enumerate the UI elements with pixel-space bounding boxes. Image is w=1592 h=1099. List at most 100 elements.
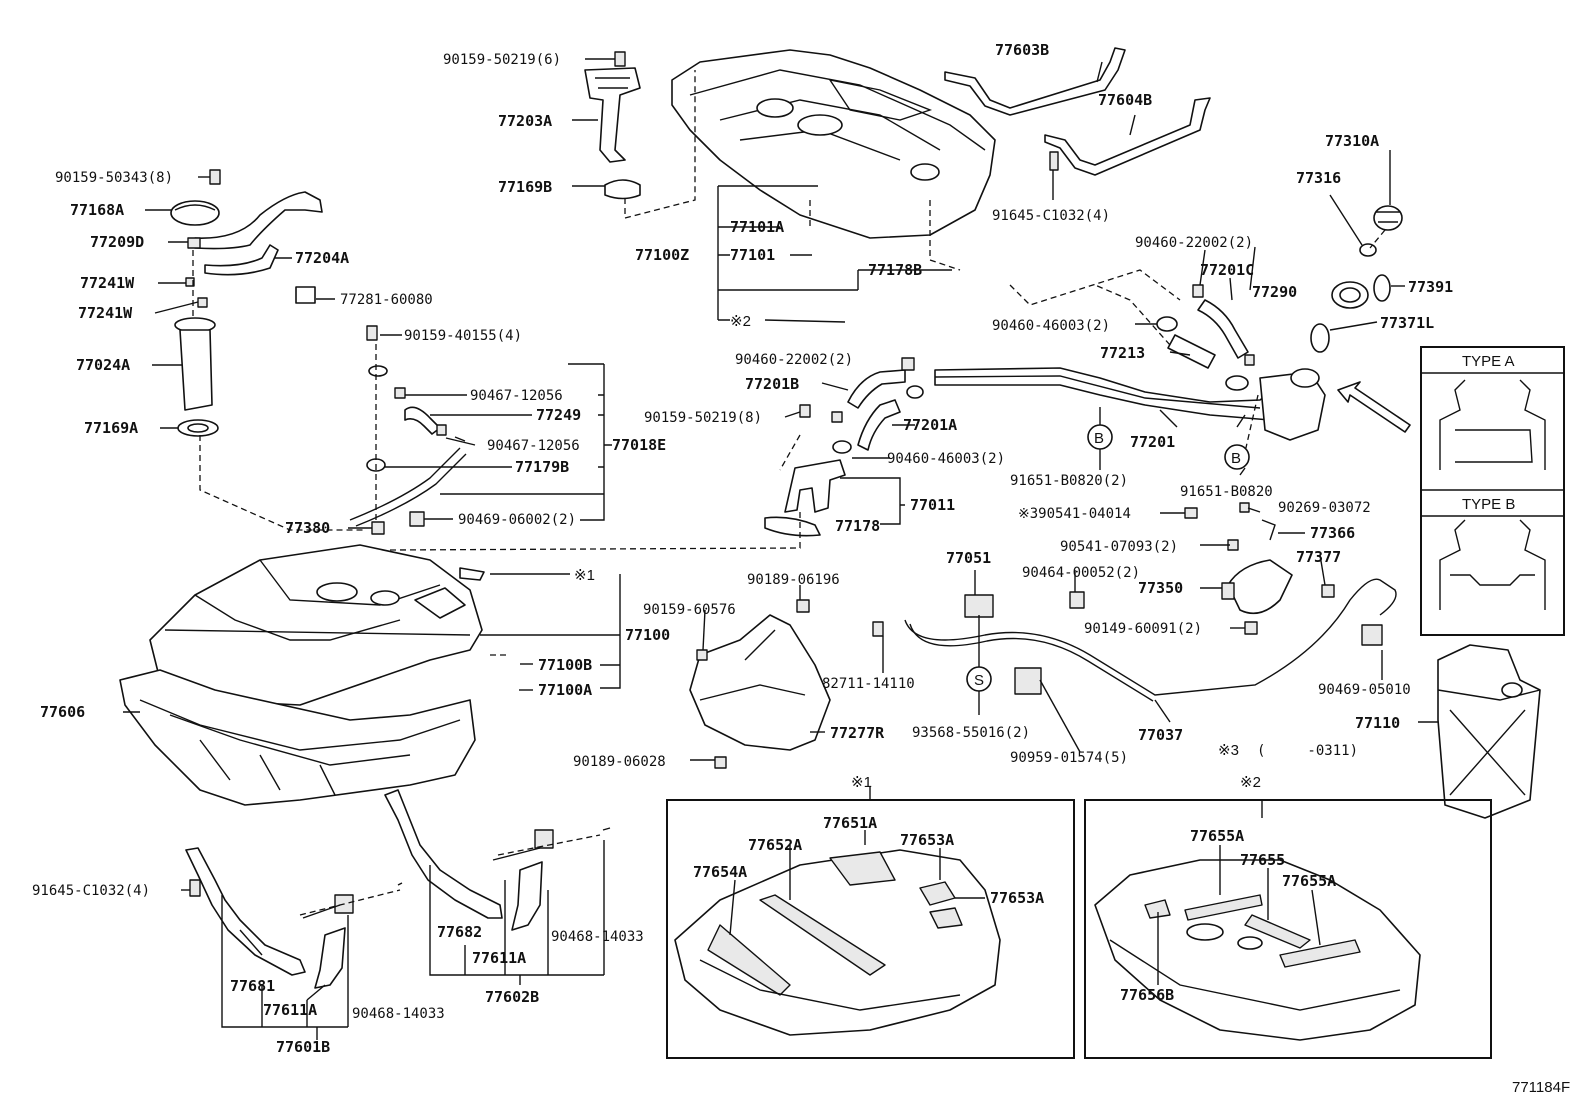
part-label-77168a: 77168A bbox=[70, 201, 124, 219]
note-1-label: ※1 bbox=[574, 567, 595, 584]
part-label-77011: 77011 bbox=[910, 496, 955, 514]
fuel-cap-assembly bbox=[1310, 205, 1403, 353]
part-label-77037: 77037 bbox=[1138, 726, 1183, 744]
part-label-77241w-a: 77241W bbox=[80, 274, 135, 292]
part-label-77178: 77178 bbox=[835, 517, 880, 535]
part-label-77377: 77377 bbox=[1296, 548, 1341, 566]
part-label-77316: 77316 bbox=[1296, 169, 1341, 187]
inset-box-note1 bbox=[666, 799, 1075, 1059]
hose-group-77018e bbox=[349, 325, 467, 535]
part-label-77101a: 77101A bbox=[730, 218, 784, 236]
part-label-90469-05010: 90469-05010 bbox=[1318, 682, 1411, 698]
filler-pipe-assembly bbox=[934, 284, 1326, 441]
part-label-77249: 77249 bbox=[536, 406, 581, 424]
part-label-77178b: 77178B bbox=[868, 261, 922, 279]
part-label-90541-07093-2: 90541-07093(2) bbox=[1060, 539, 1178, 555]
note-labels: ※1 ※2 ※3 ( -0311) ※1 ※2 bbox=[574, 313, 1358, 791]
part-label-77656b: 77656B bbox=[1120, 986, 1174, 1004]
part-label-90467-12056-b: 90467-12056 bbox=[487, 438, 580, 454]
vapor-hoses bbox=[799, 357, 924, 454]
part-label-77611a-a: 77611A bbox=[263, 1001, 317, 1019]
part-label-77281-60080: 77281-60080 bbox=[340, 292, 433, 308]
part-label-77606: 77606 bbox=[40, 703, 85, 721]
type-b-label: TYPE B bbox=[1462, 496, 1515, 513]
part-label-77203a: 77203A bbox=[498, 112, 552, 130]
part-label-90468-14033-b: 90468-14033 bbox=[551, 929, 644, 945]
fuel-line-and-pump bbox=[872, 502, 1397, 702]
part-label-90460-46003-2a: 90460-46003(2) bbox=[992, 318, 1110, 334]
type-arrow bbox=[1337, 381, 1411, 433]
part-label-77100: 77100 bbox=[625, 626, 670, 644]
lower-fuel-tank bbox=[119, 544, 485, 806]
part-label-77024a: 77024A bbox=[76, 356, 130, 374]
part-label-77204a: 77204A bbox=[295, 249, 349, 267]
callout-circles bbox=[966, 424, 1250, 692]
part-label-90468-14033-a: 90468-14033 bbox=[352, 1006, 445, 1022]
part-label-90159-60576: 90159-60576 bbox=[643, 602, 736, 618]
type-a-label: TYPE A bbox=[1462, 353, 1515, 370]
part-label-90159-50219-6: 90159-50219(6) bbox=[443, 52, 561, 68]
part-label-91651-b0820: 91651-B0820 bbox=[1180, 484, 1273, 500]
part-label-77201a: 77201A bbox=[903, 416, 957, 434]
part-labels: 90159-50219(6) 77203A 77169B 90159-50343… bbox=[32, 41, 1453, 1056]
diagram-code: 771184F bbox=[1512, 1079, 1570, 1096]
note-3-label: ※3 bbox=[1218, 742, 1239, 759]
inset-1-title: ※1 bbox=[851, 774, 872, 791]
part-label-77100z: 77100Z bbox=[635, 246, 689, 264]
part-label-90149-60091-2: 90149-60091(2) bbox=[1084, 621, 1202, 637]
part-label-90467-12056-a: 90467-12056 bbox=[470, 388, 563, 404]
part-label-77101: 77101 bbox=[730, 246, 775, 264]
part-label-77100b: 77100B bbox=[538, 656, 592, 674]
part-label-77391: 77391 bbox=[1408, 278, 1453, 296]
fuel-sender-assembly bbox=[584, 51, 641, 200]
callout-b-1: B bbox=[1094, 430, 1104, 447]
part-label-77277r: 77277R bbox=[830, 724, 885, 742]
part-label-77201c: 77201C bbox=[1200, 261, 1254, 279]
part-label-90159-40155-4: 90159-40155(4) bbox=[404, 328, 522, 344]
part-label-90959-01574-5: 90959-01574(5) bbox=[1010, 750, 1128, 766]
part-label-77380: 77380 bbox=[285, 519, 330, 537]
part-label-82711-14110: 82711-14110 bbox=[822, 676, 915, 692]
upper-fuel-tank bbox=[671, 49, 996, 239]
part-label-77201b: 77201B bbox=[745, 375, 799, 393]
type-panel-labels: TYPE A TYPE B bbox=[1462, 353, 1515, 513]
part-label-90460-22002-2a: 90460-22002(2) bbox=[1135, 235, 1253, 251]
part-label-77350: 77350 bbox=[1138, 579, 1183, 597]
part-label-77169a: 77169A bbox=[84, 419, 138, 437]
fuel-pump-assembly bbox=[170, 169, 323, 437]
part-label-90159-50219-8: 90159-50219(8) bbox=[644, 410, 762, 426]
part-label-77603b: 77603B bbox=[995, 41, 1049, 59]
part-label-77611a-b: 77611A bbox=[472, 949, 526, 967]
leader-lines bbox=[123, 58, 1438, 1040]
part-label-90460-22002-2b: 90460-22002(2) bbox=[735, 352, 853, 368]
part-label-90469-06002-2: 90469-06002(2) bbox=[458, 512, 576, 528]
inset-box-note2 bbox=[1084, 799, 1492, 1059]
part-label-77179b: 77179B bbox=[515, 458, 569, 476]
dashed-connections bbox=[192, 70, 1386, 916]
part-label-90269-03072: 90269-03072 bbox=[1278, 500, 1371, 516]
part-label-77241w-b: 77241W bbox=[78, 304, 133, 322]
part-label-77653a-a: 77653A bbox=[900, 831, 954, 849]
lower-straps bbox=[185, 789, 611, 989]
part-label-77652a: 77652A bbox=[748, 836, 802, 854]
inset-2-title: ※2 bbox=[1240, 774, 1261, 791]
part-label-77290: 77290 bbox=[1252, 283, 1297, 301]
part-label-77213: 77213 bbox=[1100, 344, 1145, 362]
part-label-77653a-b: 77653A bbox=[990, 889, 1044, 907]
part-label-77682: 77682 bbox=[437, 923, 482, 941]
part-label-90189-06028: 90189-06028 bbox=[573, 754, 666, 770]
part-label-77366: 77366 bbox=[1310, 524, 1355, 542]
canister-assembly bbox=[689, 459, 846, 769]
tank-straps-top bbox=[944, 47, 1211, 176]
part-label-90159-50343-8: 90159-50343(8) bbox=[55, 170, 173, 186]
part-label-390541-04014: ※390541-04014 bbox=[1018, 506, 1131, 522]
part-label-77051: 77051 bbox=[946, 549, 991, 567]
part-label-77681: 77681 bbox=[230, 977, 275, 995]
part-label-77655a-b: 77655A bbox=[1282, 872, 1336, 890]
part-label-77655a-a: 77655A bbox=[1190, 827, 1244, 845]
part-label-90464-00052-2: 90464-00052(2) bbox=[1022, 565, 1140, 581]
part-label-77655: 77655 bbox=[1240, 851, 1285, 869]
part-label-90189-06196: 90189-06196 bbox=[747, 572, 840, 588]
part-label-93568-55016-2: 93568-55016(2) bbox=[912, 725, 1030, 741]
